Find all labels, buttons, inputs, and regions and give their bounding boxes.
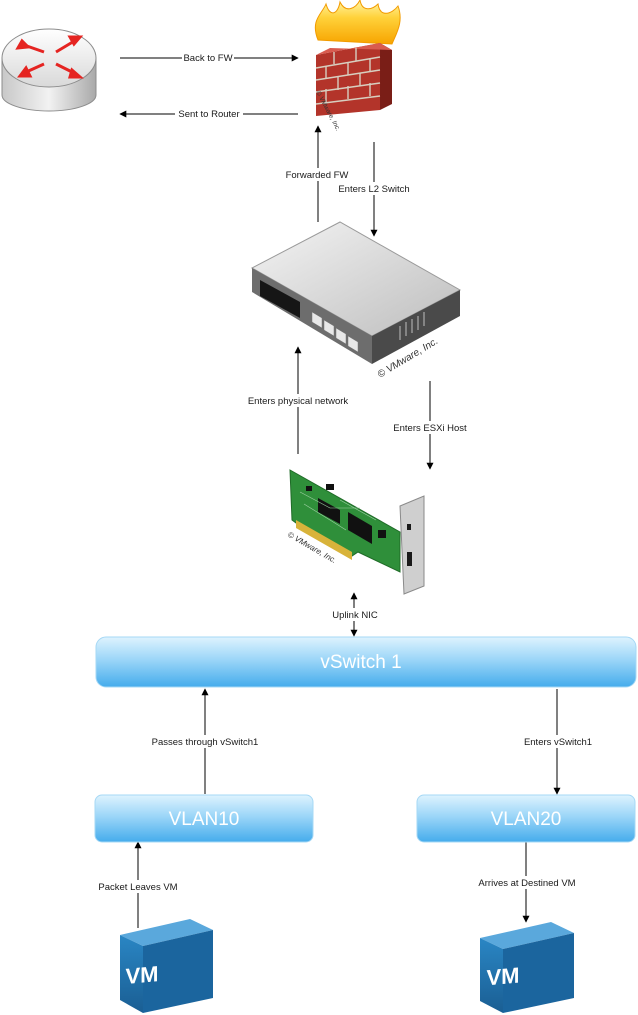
vlan10-label: VLAN10 [169,809,240,830]
vm-right-label: VM [487,963,520,991]
vswitch-label: vSwitch 1 [320,652,401,673]
vlan10-box: VLAN10 [94,794,314,843]
vm-cube-icon: VM [120,919,213,1013]
label-back-to-fw: Back to FW [183,53,232,64]
label-packet-leaves-vm: Packet Leaves VM [98,882,177,893]
label-enters-l2-switch: Enters L2 Switch [338,184,409,195]
vm-cube-icon: VM [480,922,574,1013]
router-icon [1,28,97,112]
label-passes-through-vswitch1: Passes through vSwitch1 [152,737,259,748]
nic-card-icon: © VMware, Inc. [286,469,425,595]
label-forwarded-fw: Forwarded FW [286,170,349,181]
label-enters-physical-network: Enters physical network [248,396,349,407]
firewall-icon: © VMware, Inc. [314,0,401,132]
vm-left-label: VM [126,961,159,989]
label-sent-to-router: Sent to Router [178,109,239,120]
label-uplink-nic: Uplink NIC [332,610,378,621]
l2-switch-icon: © VMware, Inc. [250,221,462,381]
label-enters-esxi-host: Enters ESXi Host [393,423,467,434]
vswitch-bar: vSwitch 1 [95,636,637,688]
label-arrives-at-destined-vm: Arrives at Destined VM [478,878,575,889]
vlan20-label: VLAN20 [491,809,562,830]
connector-labels: Back to FW Sent to Router Forwarded FW E… [96,51,595,893]
label-enters-vswitch1: Enters vSwitch1 [524,737,592,748]
vlan20-box: VLAN20 [416,794,636,843]
